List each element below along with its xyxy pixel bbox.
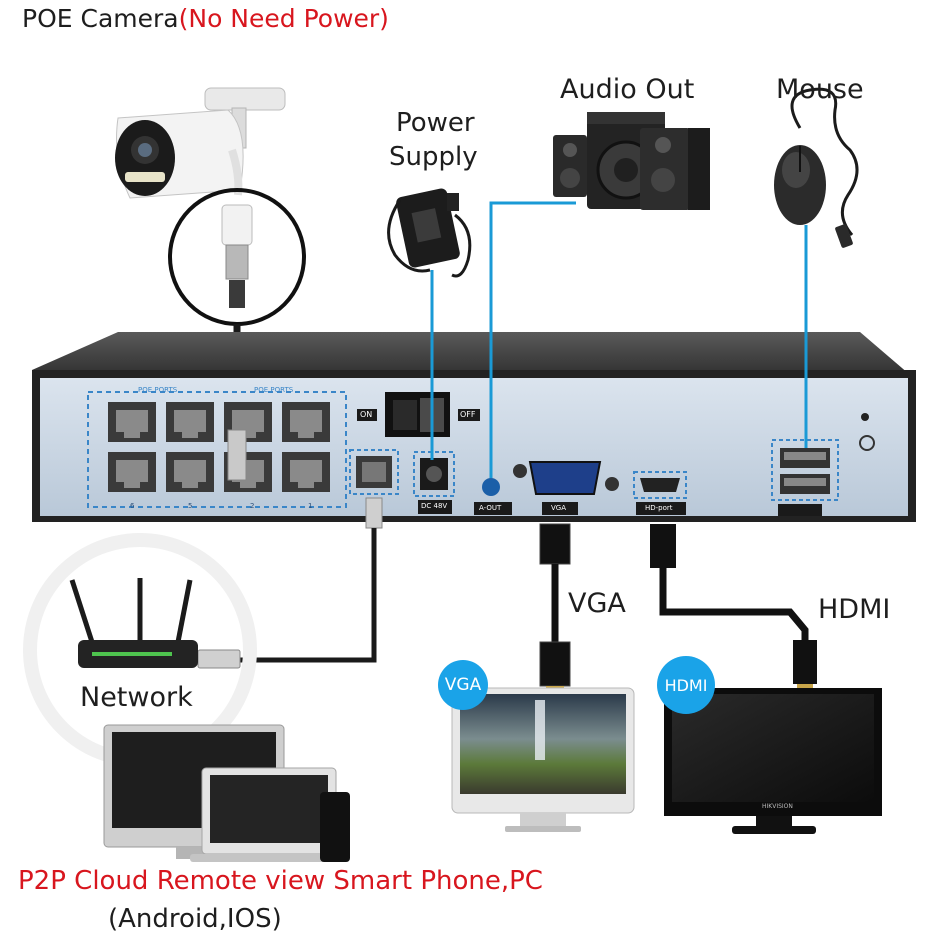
power-supply-label: Power Supply [389, 106, 478, 174]
hd-port-label: HD-port [645, 504, 673, 512]
power-supply-line1: Power [396, 108, 475, 138]
poe-ports-right-label: POE PORTS [254, 386, 294, 394]
network-label: Network [80, 682, 193, 713]
lan-port[interactable] [349, 449, 399, 495]
connection-lines [430, 201, 808, 478]
mouse-label: Mouse [776, 74, 864, 105]
poe-port-5[interactable] [108, 452, 156, 492]
nvr-body [32, 332, 916, 522]
vga-monitor [451, 687, 635, 832]
poe-port-1[interactable] [108, 402, 156, 442]
ground-icon [859, 435, 875, 451]
usb-ports[interactable] [771, 439, 839, 516]
port-number-2: 2 [250, 502, 255, 510]
network-cable [197, 497, 383, 669]
on-tag [357, 409, 377, 421]
hdmi-badge-text: HDMI [664, 675, 708, 695]
poe-port-3[interactable] [224, 402, 272, 442]
hdmi-label: HDMI [818, 594, 891, 625]
camera-label: POE Camera [22, 4, 179, 33]
power-adapter [387, 188, 472, 278]
poe-connector-zoom [168, 188, 306, 326]
poe-port-2[interactable] [166, 402, 214, 442]
poe-ports-left-label: POE PORTS [138, 386, 178, 394]
dc-48v-label: DC 48V [421, 502, 448, 510]
platforms-caption: (Android,IOS) [108, 904, 282, 934]
vga-label: VGA [568, 588, 626, 619]
vga-cable [539, 523, 571, 694]
camera-power-note: (No Need Power) [178, 4, 389, 33]
switch-on-label: ON [360, 410, 373, 419]
hdmi-monitor-brand: HIKVISION [762, 803, 793, 810]
remote-devices [103, 724, 350, 862]
camera-title: POE Camera(No Need Power) [22, 4, 389, 33]
vga-port-label: VGA [551, 504, 567, 512]
reset-hole [861, 413, 869, 421]
poe-port-6[interactable] [166, 452, 214, 492]
hdmi-port[interactable] [633, 471, 687, 515]
hdmi-monitor [664, 688, 882, 834]
poe-port-4[interactable] [282, 402, 330, 442]
usb-mouse [774, 87, 859, 248]
audio-speakers [553, 112, 710, 210]
remote-view-caption: P2P Cloud Remote view Smart Phone,PC [18, 866, 543, 896]
audio-out-jack[interactable] [474, 478, 512, 515]
port-number-6: 6 [130, 502, 135, 510]
hdmi-badge: HDMI [657, 656, 715, 714]
aout-label: A-OUT [479, 504, 502, 512]
switch-off-label: OFF [460, 410, 476, 419]
audio-out-label: Audio Out [560, 74, 695, 105]
poe-camera [115, 87, 286, 199]
port-number-1: 1 [308, 502, 313, 510]
dc-48v-jack[interactable] [413, 451, 455, 514]
vga-badge-text: VGA [444, 675, 482, 695]
camera-plug [227, 429, 247, 481]
vga-badge: VGA [438, 660, 488, 710]
power-switch[interactable] [385, 392, 450, 437]
poe-port-grid [108, 402, 330, 492]
vga-port[interactable] [513, 461, 619, 515]
hdmi-cable [650, 524, 817, 692]
port-number-5: 5 [188, 502, 193, 510]
poe-port-8[interactable] [282, 452, 330, 492]
off-tag [458, 409, 480, 421]
power-supply-line2: Supply [389, 142, 478, 172]
